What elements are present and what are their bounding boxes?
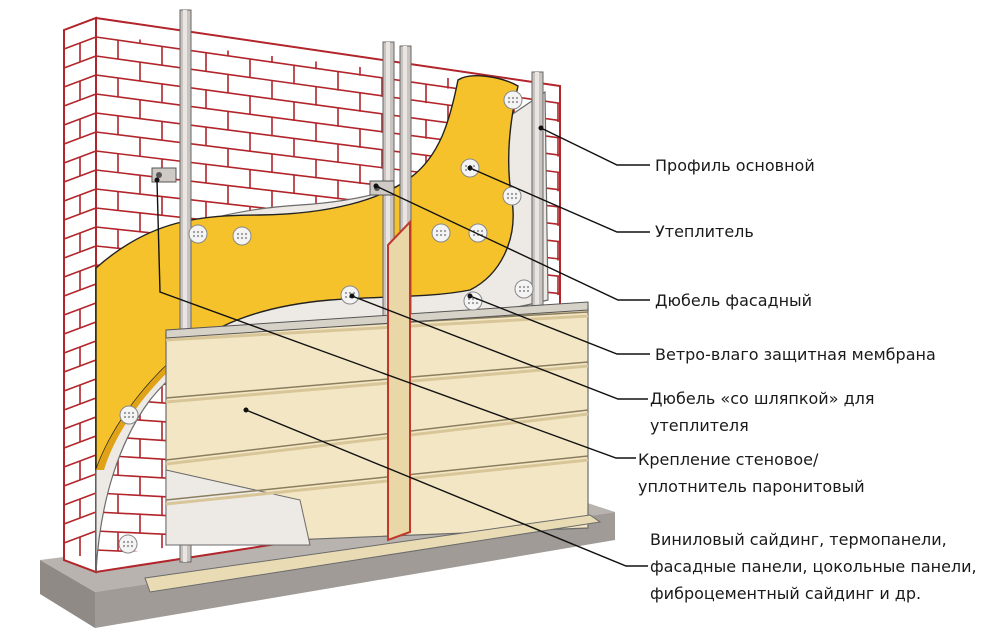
leader-dot xyxy=(243,407,249,413)
callout-leaders xyxy=(154,125,650,567)
leader-line xyxy=(375,185,650,301)
dowel-cap xyxy=(463,291,483,311)
sealant-strip xyxy=(387,219,411,542)
leader-line xyxy=(245,409,648,567)
dowel-cap xyxy=(118,534,138,554)
dowel-cap xyxy=(468,223,488,243)
leader-dot xyxy=(154,177,160,183)
leader-dot xyxy=(467,293,473,299)
dowel-cap xyxy=(503,90,523,110)
top-rail xyxy=(165,301,589,339)
leader-line xyxy=(351,295,648,400)
leader-line xyxy=(156,179,636,459)
callout-profile: Профиль основной xyxy=(655,156,815,175)
callout-membrane: Ветро-влаго защитная мембрана xyxy=(655,345,936,364)
dowel-cap xyxy=(431,223,451,243)
callout-wall-bracket: Крепление стеновое/ уплотнитель паронито… xyxy=(638,450,865,496)
leader-line xyxy=(540,127,650,166)
starter-strip xyxy=(144,514,602,593)
leader-dot xyxy=(538,125,544,131)
dowel-cap xyxy=(119,405,139,425)
leader-dot xyxy=(373,183,379,189)
siding-joint xyxy=(165,361,589,399)
callout-insulation: Утеплитель xyxy=(655,222,754,241)
dowel-cap xyxy=(514,279,534,299)
leader-dot xyxy=(467,165,473,171)
callout-cladding: Виниловый сайдинг, термопанели, фасадные… xyxy=(650,530,977,603)
callout-cap-dowel: Дюбель «со шляпкой» для утеплителя xyxy=(650,389,875,435)
vinyl-siding xyxy=(144,219,602,593)
siding-joint xyxy=(165,409,589,461)
callout-facade-dowel: Дюбель фасадный xyxy=(655,291,813,310)
siding-joint xyxy=(165,455,589,501)
leader-line xyxy=(469,167,650,233)
dowel-cap xyxy=(232,226,252,246)
leader-dot xyxy=(349,293,355,299)
leader-line xyxy=(469,295,650,355)
dowel-cap xyxy=(188,224,208,244)
